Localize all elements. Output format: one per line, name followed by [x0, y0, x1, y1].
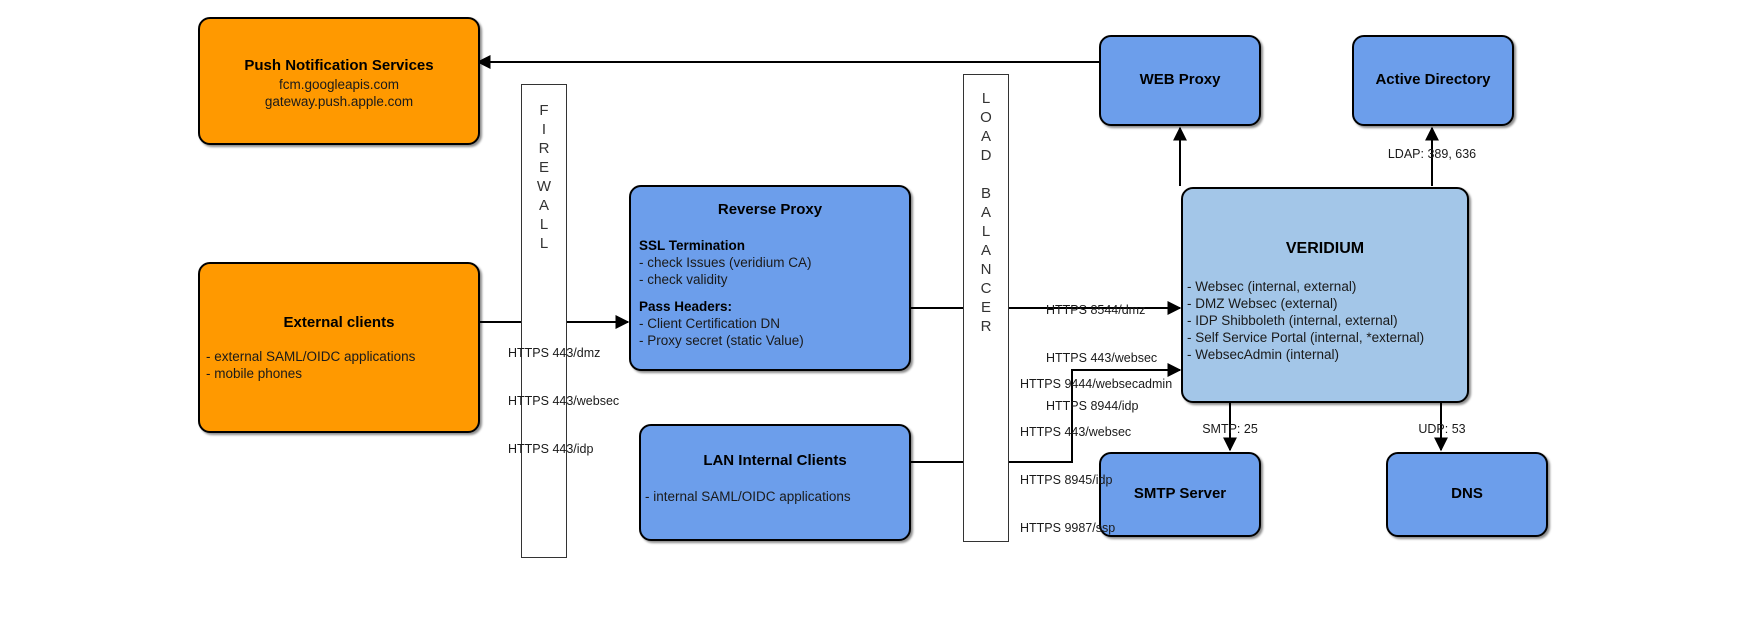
reverse-proxy-section-2-header: Pass Headers:	[639, 299, 733, 315]
load-balancer-letter-11: E	[980, 299, 991, 316]
node-smtp-server[interactable]: SMTP Server	[1099, 452, 1261, 537]
edge-label-ldap: LDAP: 389, 636	[1387, 147, 1477, 161]
node-push-notification-services[interactable]: Push Notification Services fcm.googleapi…	[198, 17, 480, 145]
firewall-letter-4: W	[536, 178, 552, 195]
load-balancer-letter-0: L	[981, 90, 991, 107]
push-notification-line-2: gateway.push.apple.com	[264, 94, 414, 110]
lan-internal-clients-item-1: - internal SAML/OIDC applications	[645, 488, 851, 504]
edge-label-lb-line-3: HTTPS 8944/idp	[1046, 399, 1139, 413]
edge-label-clients-line-2: HTTPS 443/websec	[508, 394, 620, 408]
reverse-proxy-section-1-item-2: - check validity	[639, 271, 728, 287]
edge-label-lan-line-3: HTTPS 8945/idp	[1020, 473, 1113, 487]
external-clients-title: External clients	[283, 314, 395, 331]
veridium-service-2: - DMZ Websec (external)	[1187, 295, 1338, 311]
node-lan-internal-clients[interactable]: LAN Internal Clients - internal SAML/OID…	[639, 424, 911, 541]
firewall-barrier: F I R E W A L L	[521, 84, 567, 558]
edge-label-lan-line-4: HTTPS 9987/ssp	[1020, 521, 1116, 535]
edge-label-clients-line-1: HTTPS 443/dmz	[508, 346, 601, 360]
external-clients-items: - external SAML/OIDC applications - mobi…	[200, 349, 478, 383]
load-balancer-letter-10: C	[980, 280, 992, 297]
edge-label-lb-line-2: HTTPS 443/websec	[1046, 351, 1158, 365]
reverse-proxy-section-2-item-1: - Client Certification DN	[639, 316, 781, 332]
veridium-service-1: - Websec (internal, external)	[1187, 279, 1357, 294]
load-balancer-letter-1: O	[980, 109, 992, 126]
load-balancer-letter-2: A	[980, 128, 991, 145]
load-balancer-letter-12: R	[980, 318, 992, 335]
veridium-service-4: - Self Service Portal (internal, *extern…	[1187, 329, 1425, 345]
lan-internal-clients-title: LAN Internal Clients	[703, 452, 847, 469]
edge-label-lan-line-2: HTTPS 443/websec	[1020, 425, 1132, 439]
edge-label-lan-to-veridium: HTTPS 9444/websecadmin HTTPS 443/websec …	[1020, 344, 1172, 568]
node-reverse-proxy[interactable]: Reverse Proxy SSL Termination - check Is…	[629, 185, 911, 371]
firewall-letter-5: A	[538, 197, 549, 214]
load-balancer-letter-5: B	[980, 185, 991, 202]
edge-label-dns: UDP: 53	[1418, 422, 1466, 436]
push-notification-title: Push Notification Services	[244, 57, 434, 74]
firewall-letter-0: F	[539, 102, 549, 119]
push-notification-line-1: fcm.googleapis.com	[278, 76, 400, 92]
firewall-letter-6: L	[539, 216, 549, 233]
reverse-proxy-body: SSL Termination - check Issues (veridium…	[631, 238, 909, 350]
node-active-directory[interactable]: Active Directory	[1352, 35, 1514, 126]
veridium-service-3: - IDP Shibboleth (internal, external)	[1187, 312, 1398, 328]
lan-internal-clients-items: - internal SAML/OIDC applications	[641, 489, 909, 506]
node-veridium[interactable]: VERIDIUM - Websec (internal, external) -…	[1181, 187, 1469, 403]
load-balancer-letter-7: L	[981, 223, 991, 240]
firewall-letter-2: R	[538, 140, 550, 157]
edge-label-clients-line-3: HTTPS 443/idp	[508, 442, 594, 456]
load-balancer-letter-6: A	[980, 204, 991, 221]
load-balancer-letter-8: A	[980, 242, 991, 259]
node-dns[interactable]: DNS	[1386, 452, 1548, 537]
external-clients-item-1: - external SAML/OIDC applications	[206, 348, 416, 364]
reverse-proxy-title: Reverse Proxy	[717, 201, 823, 218]
reverse-proxy-spacer	[639, 288, 909, 299]
active-directory-title: Active Directory	[1375, 71, 1491, 89]
load-balancer-barrier: L O A D B A L A N C E R	[963, 74, 1009, 542]
veridium-service-5: - WebsecAdmin (internal)	[1187, 346, 1340, 362]
reverse-proxy-section-2-item-2: - Proxy secret (static Value)	[639, 333, 804, 349]
reverse-proxy-section-1-item-1: - check Issues (veridium CA)	[639, 254, 812, 270]
smtp-server-title: SMTP Server	[1133, 485, 1227, 503]
node-external-clients[interactable]: External clients - external SAML/OIDC ap…	[198, 262, 480, 433]
edge-label-lan-line-1: HTTPS 9444/websecadmin	[1020, 377, 1173, 391]
firewall-letter-1: I	[541, 121, 547, 138]
load-balancer-letter-9: N	[980, 261, 992, 278]
reverse-proxy-section-1-header: SSL Termination	[639, 237, 746, 253]
edge-label-lb-line-1: HTTPS 8544/dmz	[1046, 303, 1146, 317]
load-balancer-letter-3: D	[980, 147, 992, 164]
firewall-letter-3: E	[538, 159, 549, 176]
web-proxy-title: WEB Proxy	[1139, 71, 1221, 89]
node-web-proxy[interactable]: WEB Proxy	[1099, 35, 1261, 126]
veridium-services: - Websec (internal, external) - DMZ Webs…	[1183, 279, 1467, 363]
dns-title: DNS	[1451, 485, 1483, 503]
external-clients-item-2: - mobile phones	[206, 365, 303, 381]
veridium-title: VERIDIUM	[1285, 240, 1365, 257]
firewall-letter-7: L	[539, 235, 549, 252]
edge-label-lb-to-veridium: HTTPS 8544/dmz HTTPS 443/websec HTTPS 89…	[1046, 270, 1157, 446]
edge-label-clients-to-firewall: HTTPS 443/dmz HTTPS 443/websec HTTPS 443…	[508, 313, 619, 489]
edge-label-smtp: SMTP: 25	[1202, 422, 1258, 436]
